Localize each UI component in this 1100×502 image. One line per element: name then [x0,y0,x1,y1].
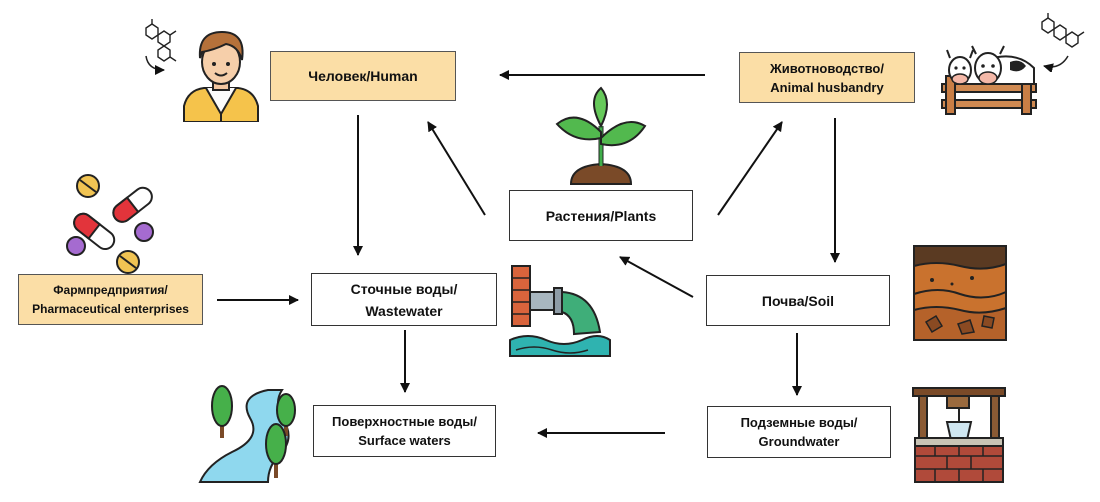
molecule-icon [145,19,177,75]
node-groundwater-label-ru: Подземные воды/ [740,415,858,430]
node-pharma-enterprises: Фармпредприятия/ Pharmaceutical enterpri… [18,274,203,325]
node-human-label: Человек/Human [308,68,418,84]
water-well-icon [912,387,1006,483]
arrow-soil-to-plants [619,256,694,298]
node-human: Человек/Human [270,51,456,101]
node-surface-label-en: Surface waters [358,433,451,448]
node-wastewater: Сточные воды/ Wastewater [311,273,497,326]
pills-icon [66,174,154,274]
person-icon [183,30,259,122]
node-wastewater-label-en: Wastewater [365,302,443,319]
node-soil: Почва/Soil [706,275,890,326]
arrow-plants-to-human [427,121,486,216]
river-trees-icon [198,385,296,483]
node-animal-label-ru: Животноводство/ [770,60,884,76]
cow-icon [941,45,1037,115]
node-groundwater: Подземные воды/ Groundwater [707,406,891,458]
soil-layers-icon [913,245,1007,341]
plant-sprout-icon [555,86,647,185]
node-animal-label-en: Animal husbandry [770,79,884,95]
node-wastewater-label-ru: Сточные воды/ [350,280,458,297]
node-surface-label-ru: Поверхностные воды/ [332,414,477,429]
molecule-icon [1041,13,1085,72]
node-animal-husbandry: Животноводство/ Animal husbandry [739,52,915,103]
pipe-outflow-icon [509,265,611,357]
node-plants-label: Растения/Plants [545,207,657,224]
node-soil-label: Почва/Soil [761,292,835,309]
node-plants: Растения/Plants [509,190,693,241]
node-surface-waters: Поверхностные воды/ Surface waters [313,405,496,457]
node-pharma-label-ru: Фармпредприятия/ [53,282,168,297]
node-pharma-label-en: Pharmaceutical enterprises [32,301,189,316]
node-groundwater-label-en: Groundwater [758,434,840,449]
arrow-plants-to-animal [717,121,783,216]
